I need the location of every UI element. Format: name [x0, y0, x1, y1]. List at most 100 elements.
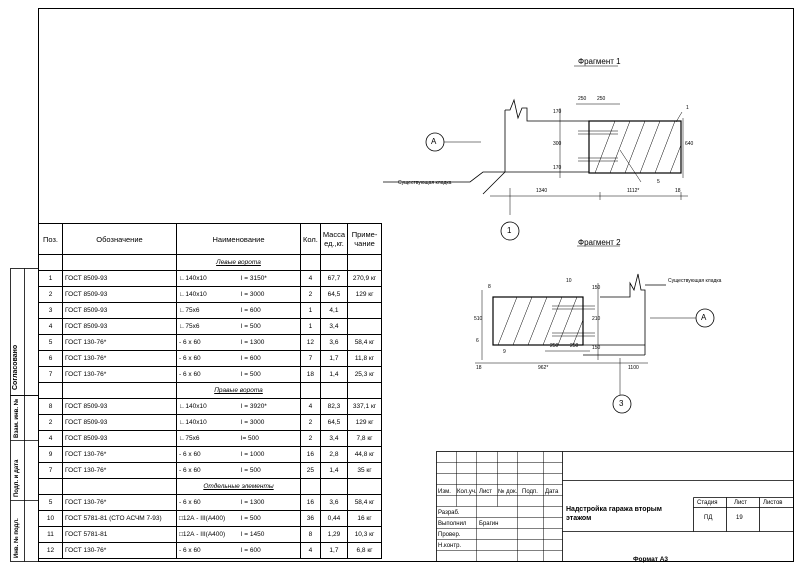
cell-qty: 2 — [300, 286, 321, 303]
cell-length: l = 500 — [241, 371, 261, 378]
fragment-2-axis-number: 3 — [619, 399, 624, 408]
cell-designation: ГОСТ 8509-93 — [62, 270, 177, 287]
section-title: Отдельные элементы — [176, 478, 301, 495]
cell-designation: ГОСТ 5781-81 — [62, 526, 177, 543]
cell-pos: 4 — [38, 430, 63, 447]
dim-label: 150 — [592, 285, 601, 291]
cell-qty: 8 — [300, 526, 321, 543]
empty-cell — [347, 254, 383, 271]
dim-label: 1100 — [628, 365, 639, 371]
cell-mass: 1,4 — [319, 366, 349, 383]
cell-length: l = 1300 — [241, 499, 265, 506]
dim-label: 250 — [570, 343, 579, 349]
empty-cell — [38, 254, 63, 271]
dim-label: 1340 — [536, 188, 548, 194]
cell-qty: 4 — [300, 398, 321, 415]
empty-cell — [319, 478, 349, 495]
tb-data: Дата — [545, 489, 559, 495]
cell-qty: 12 — [300, 334, 321, 351]
cell-length: l = 3150* — [241, 275, 267, 282]
specification-table: Поз. Обозначение Наименование Кол. Масса… — [38, 223, 383, 559]
cell-pos: 7 — [38, 366, 63, 383]
empty-cell — [62, 382, 177, 399]
cell-note — [347, 318, 383, 335]
cell-designation: ГОСТ 8509-93 — [62, 414, 177, 431]
cell-qty: 16 — [300, 446, 321, 463]
cell-note: 25,3 кг — [347, 366, 383, 383]
side-label-inv-replace: Взам. инв. № — [14, 398, 20, 438]
tb-stadia: Стадия — [697, 500, 718, 506]
tb-vypolnil: Выполнил — [438, 521, 467, 527]
cell-mass: 1,7 — [319, 542, 349, 559]
fragment-1-existing-masonry: Существующая кладка — [398, 180, 452, 186]
cell-profile: - 6 х 60 — [179, 371, 201, 378]
tb-podp: Подп. — [522, 489, 538, 495]
cell-pos: 2 — [38, 286, 63, 303]
cell-note: 270,9 кг — [347, 270, 383, 287]
fragment-1-axis-number: 1 — [507, 226, 512, 235]
empty-cell — [38, 478, 63, 495]
cell-mass: 3,4 — [319, 318, 349, 335]
empty-cell — [300, 254, 321, 271]
empty-cell — [347, 382, 383, 399]
cell-pos: 5 — [38, 494, 63, 511]
dim-label: 962* — [538, 365, 549, 371]
section-row: Левые ворота — [38, 254, 383, 271]
cell-qty: 7 — [300, 350, 321, 367]
section-title: Правые ворота — [176, 382, 301, 399]
section-row: Правые ворота — [38, 382, 383, 399]
cell-profile: - 6 х 60 — [179, 547, 201, 554]
cell-mass: 64,5 — [319, 414, 349, 431]
dim-label: 250 — [550, 343, 559, 349]
cell-pos: 3 — [38, 302, 63, 319]
cell-designation: ГОСТ 130-76* — [62, 446, 177, 463]
tb-razrab: Разраб. — [438, 510, 460, 516]
cell-pos: 2 — [38, 414, 63, 431]
cell-designation: ГОСТ 5781-81 (СТО АСЧМ 7-93) — [62, 510, 177, 527]
cell-pos: 8 — [38, 398, 63, 415]
section-title: Левые ворота — [176, 254, 301, 271]
cell-mass: 3,4 — [319, 430, 349, 447]
cell-length: l = 3920* — [241, 403, 267, 410]
header-qty: Кол. — [300, 223, 321, 255]
tb-sheet: Лист — [734, 500, 748, 506]
cell-note: 337,1 кг — [347, 398, 383, 415]
cell-qty: 1 — [300, 318, 321, 335]
cell-qty: 18 — [300, 366, 321, 383]
dim-label: 250 — [597, 96, 606, 102]
cell-mass: 1,7 — [319, 350, 349, 367]
cell-designation: ГОСТ 130-76* — [62, 494, 177, 511]
side-label-sign-date: Подп. и дата — [14, 459, 20, 497]
dim-label: 18 — [476, 365, 482, 371]
dim-label: 210 — [592, 316, 601, 322]
cell-profile: ∟75х6 — [179, 323, 200, 330]
cell-pos: 9 — [38, 446, 63, 463]
cell-note: 129 кг — [347, 286, 383, 303]
cell-designation: ГОСТ 130-76* — [62, 350, 177, 367]
empty-cell — [62, 478, 177, 495]
cell-length: l= 500 — [241, 435, 259, 442]
header-pos: Поз. — [38, 223, 63, 255]
cell-qty: 4 — [300, 270, 321, 287]
tb-nkontr: Н.контр. — [438, 543, 462, 549]
cell-length: l = 3000 — [241, 419, 265, 426]
cell-mass: 2,8 — [319, 446, 349, 463]
cell-note: 35 кг — [347, 462, 383, 479]
cell-pos: 5 — [38, 334, 63, 351]
cell-pos: 6 — [38, 350, 63, 367]
cell-note: 11,8 кг — [347, 350, 383, 367]
cell-note: 58,4 кг — [347, 334, 383, 351]
